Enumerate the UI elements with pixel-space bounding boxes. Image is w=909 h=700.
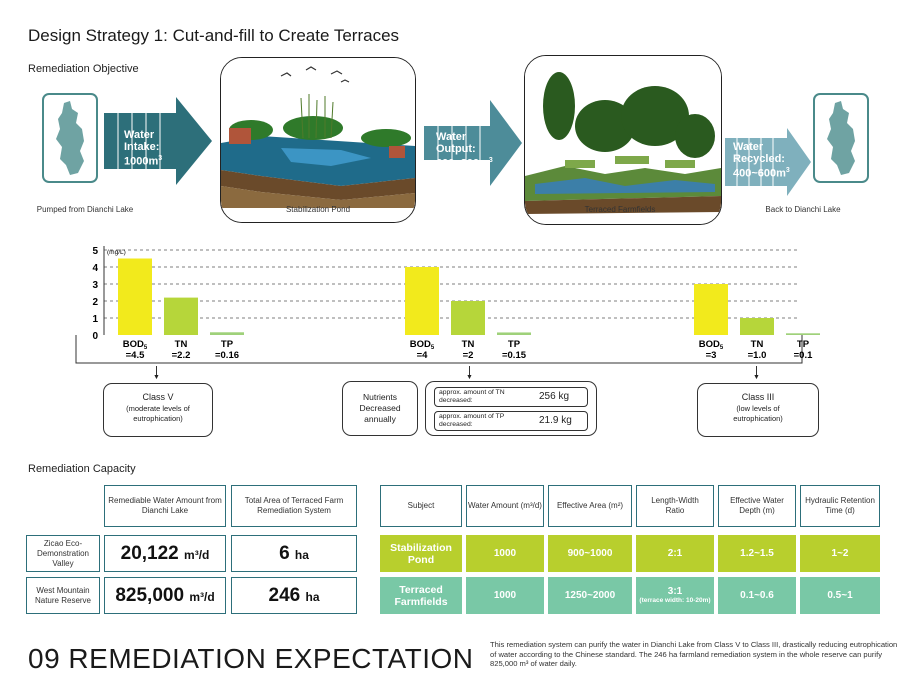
pointer-line [469,366,470,376]
tn-decrease-row: approx. amount of TN decreased: 256 kg [434,387,588,407]
bar-value-label: =0.16 [215,350,239,361]
capacity-row-label: Zicao Eco-Demonstration Valley [26,535,100,572]
spec-cell: 900~1000 [548,535,632,572]
bar-value-label: =2 [463,350,474,361]
spec-cell: 2:1 [636,535,714,572]
spec-cell: 3:1 (terrace width: 10-20m) [636,577,714,614]
lake-icon [56,101,84,175]
spec-cell: 1000 [466,577,544,614]
terraced-farm-image [524,55,722,225]
bar-value-label: =0.15 [502,350,527,361]
nutrients-note: Nutrients Decreased annually [342,381,418,436]
bar-label: TN [462,339,475,350]
spec-header: Effective Water Depth (m) [718,485,796,527]
y-tick-label: 2 [92,297,98,308]
lake-map-right [813,93,869,183]
bar-label: TN [175,339,188,350]
objective-label: Remediation Objective [28,63,139,75]
capacity-header-water: Remediable Water Amount from Dianchi Lak… [104,485,226,527]
chart-bar [210,332,244,335]
bar-value-label: =1.0 [748,350,767,361]
y-tick-label: 5 [92,246,98,257]
pointer-arrow-icon: ▼ [466,374,473,381]
bar-label: TP [797,339,810,350]
lake-icon [827,101,855,175]
stabilization-pond-image [220,57,416,223]
caption-pond: Stabilization Pond [285,205,351,214]
spec-cell: 0.1~0.6 [718,577,796,614]
class-iii-note: Class III (low levels of eutrophication) [697,383,819,437]
spec-header: Length-Width Ratio [636,485,714,527]
pointer-line [756,366,757,376]
chart-bar [405,267,439,335]
decrease-note: approx. amount of TN decreased: 256 kg a… [425,381,597,436]
spec-cell-subject: Terraced Farmfields [380,577,462,614]
page-title: Design Strategy 1: Cut-and-fill to Creat… [28,26,400,45]
chart-bar [451,301,485,335]
y-tick-label: 1 [92,314,98,325]
water-quality-chart: 012345(mg/L)BOD5=4.5TN=2.2TP=0.16BOD5=4T… [75,246,820,364]
intake-arrow [104,97,212,185]
caption-farm: Terraced Farmfields [584,205,656,214]
tp-decrease-row: approx. amount of TP decreased: 21.9 kg [434,411,588,431]
spec-header: Water Amount (m³/d) [466,485,544,527]
y-tick-label: 3 [92,280,98,291]
chart-bar [497,332,531,335]
pointer-arrow-icon: ▼ [753,374,760,381]
spec-cell-subject: Stabilization Pond [380,535,462,572]
bar-value-label: =4.5 [126,350,145,361]
capacity-water-value: 825,000 m³/d [104,577,226,614]
caption-pumped: Pumped from Dianchi Lake [36,205,134,214]
unit-label: (mg/L) [107,249,126,256]
spec-cell: 1~2 [800,535,880,572]
capacity-water-value: 20,122 m³/d [104,535,226,572]
lake-map-left [42,93,98,183]
spec-header: Subject [380,485,462,527]
footer-description: This remediation system can purify the w… [490,640,898,668]
capacity-area-value: 246 ha [231,577,357,614]
caption-back: Back to Dianchi Lake [765,205,841,214]
chart-bar [740,318,774,335]
chart-bar [694,284,728,335]
pointer-line [156,366,157,376]
bar-label: TP [508,339,521,350]
bar-label: BOD5 [123,339,148,351]
y-tick-label: 0 [92,331,98,342]
bar-value-label: =2.2 [172,350,191,361]
footer-heading: 09 REMEDIATION EXPECTATION [28,643,474,674]
chart-bar [786,333,820,335]
group-bracket [75,335,803,364]
spec-cell: 1250~2000 [548,577,632,614]
bar-value-label: =0.1 [794,350,813,361]
chart-bar [118,258,152,335]
pointer-arrow-icon: ▼ [153,374,160,381]
spec-cell: 1000 [466,535,544,572]
class-v-note: Class V (moderate levels of eutrophicati… [103,383,213,437]
y-tick-label: 4 [92,263,98,274]
capacity-label: Remediation Capacity [28,463,136,475]
bar-label: BOD5 [699,339,724,351]
capacity-row-label: West Mountain Nature Reserve [26,577,100,614]
bar-value-label: =4 [417,350,429,361]
capacity-area-value: 6 ha [231,535,357,572]
bar-value-label: =3 [706,350,717,361]
spec-cell: 1.2~1.5 [718,535,796,572]
spec-header: Hydraulic Retention Time (d) [800,485,880,527]
recycled-arrow [725,128,811,196]
output-arrow [424,100,522,186]
bar-label: TN [751,339,764,350]
capacity-header-area: Total Area of Terraced Farm Remediation … [231,485,357,527]
spec-header: Effective Area (m²) [548,485,632,527]
chart-bar [164,297,198,335]
bar-label: TP [221,339,234,350]
bar-label: BOD5 [410,339,435,351]
spec-cell: 0.5~1 [800,577,880,614]
